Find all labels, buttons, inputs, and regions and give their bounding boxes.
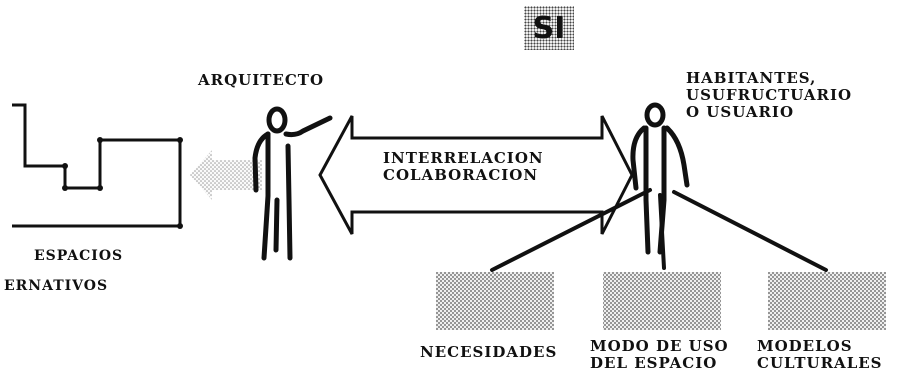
spaces-label-line-2: ERNATIVOS — [4, 278, 108, 295]
factor-label-modo-de-uso-line-2: DEL ESPACIO — [590, 354, 718, 372]
spaces-label-text-2: ERNATIVOS — [4, 278, 109, 294]
inhabitants-label-line-1: HABITANTES, — [686, 69, 817, 87]
factor-box-modo-de-uso — [603, 272, 721, 330]
relation-label: INTERRELACION COLABORACION — [383, 150, 544, 184]
factor-label-modo-de-uso-line-1: MODO DE USO — [590, 337, 729, 355]
relation-label-line-1: INTERRELACION — [383, 149, 544, 167]
floor-plan-nodes — [62, 137, 183, 229]
interrelation-double-arrow — [318, 115, 634, 235]
inhabitants-label-line-2: USUFRUCTUARIO — [686, 86, 853, 104]
si-badge-stipple — [524, 6, 574, 50]
factor-label-necesidades: NECESIDADES — [420, 344, 557, 361]
inhabitants-label: HABITANTES, USUFRUCTUARIO O USUARIO — [686, 70, 852, 121]
architect-figure — [252, 106, 333, 261]
faded-left-arrow — [190, 150, 262, 200]
architect-label: ARQUITECTO — [198, 71, 325, 89]
spaces-label-line-1: ESPACIOS — [34, 248, 123, 265]
factor-label-modelos-culturales-line-2: CULTURALES — [757, 354, 883, 372]
inhabitants-label-line-3: O USUARIO — [686, 103, 795, 121]
spaces-label-text-1: ESPACIOS — [34, 248, 124, 264]
factor-box-necesidades — [436, 272, 554, 330]
relation-label-line-2: COLABORACION — [383, 166, 539, 184]
si-badge: SI — [524, 6, 574, 50]
factor-label-necesidades-line-1: NECESIDADES — [420, 343, 558, 361]
factor-label-modelos-culturales: MODELOS CULTURALES — [757, 338, 883, 372]
si-badge-text: SI — [532, 10, 566, 46]
factor-box-modelos-culturales — [768, 272, 886, 330]
factor-connector-lines — [490, 188, 828, 272]
factor-label-modelos-culturales-line-1: MODELOS — [757, 337, 853, 355]
factor-label-modo-de-uso: MODO DE USO DEL ESPACIO — [590, 338, 729, 372]
floor-plan-outline — [12, 103, 182, 228]
